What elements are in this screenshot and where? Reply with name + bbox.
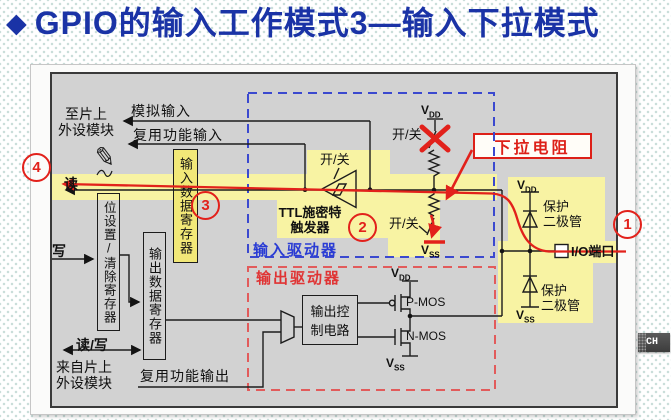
highlight-trigger-switch xyxy=(307,150,390,176)
step-badge-3: 3 xyxy=(191,191,220,220)
bit-set-clear-register-box: 位设置/清除寄存器 xyxy=(97,193,120,331)
read-write-label: 读/写 xyxy=(76,337,108,353)
alt-func-input-label: 复用功能输入 xyxy=(133,127,223,143)
read-label: 读 xyxy=(64,176,78,192)
from-peripheral-label: 来自片上外设模块 xyxy=(56,359,112,392)
pulldown-resistor-symbol xyxy=(418,191,441,236)
ime-language-code[interactable]: CH xyxy=(646,337,659,348)
step-badge-4: 4 xyxy=(22,153,51,182)
vss-nmos-label: VSS xyxy=(386,356,405,373)
alt-func-output-wire xyxy=(138,331,281,388)
slide-title: ◆ GPIO的输入工作模式3—输入下拉模式 xyxy=(6,4,600,42)
pulldown-callout-arrow xyxy=(445,149,474,201)
pmos-symbol xyxy=(394,280,418,316)
ime-drag-handle-icon[interactable] xyxy=(638,333,646,352)
alt-func-output-label: 复用功能输出 xyxy=(140,368,230,384)
step-badge-2: 2 xyxy=(348,213,377,242)
to-peripheral-label: 至片上外设模块 xyxy=(58,106,114,139)
output-control-label: 输出控 制电路 xyxy=(310,304,350,338)
pmos-label: P-MOS xyxy=(406,295,446,309)
vss-protection-label: VSS xyxy=(516,308,535,325)
closed-switch-arrow xyxy=(428,214,443,239)
write-label: 写 xyxy=(52,243,66,259)
output-control-box: 输出控 制电路 xyxy=(302,295,358,345)
pencil-icon: ✎ xyxy=(92,140,118,174)
input-driver-dashed-box xyxy=(247,92,495,258)
pulldown-resistor-callout: 下拉电阻 xyxy=(473,133,592,159)
ime-language-button[interactable]: CH xyxy=(638,333,670,352)
nmos-label: N-MOS xyxy=(406,329,446,343)
highlight-protection-bottom xyxy=(498,263,593,323)
mux-symbol xyxy=(280,309,295,345)
schmitt-trigger-label: TTL施密特触发器 xyxy=(278,205,342,235)
red-annotations xyxy=(61,124,626,253)
black-wires xyxy=(52,115,569,388)
vdd-protection-label: VDD xyxy=(517,178,537,195)
signal-path-line xyxy=(61,177,626,253)
protection-diode-top-label: 保护二极管 xyxy=(543,199,583,229)
red-x-icon xyxy=(419,124,451,153)
page-title: GPIO的输入工作模式3—输入下拉模式 xyxy=(34,5,600,41)
vdd-pmos-label: VDD xyxy=(391,266,411,283)
switch-label-trigger: 开/关 xyxy=(320,152,350,167)
bsc-to-odr-wire xyxy=(120,254,141,308)
pullup-resistor-symbol xyxy=(427,118,443,189)
schmitt-trigger-symbol xyxy=(320,167,357,209)
highlight-read-path xyxy=(52,174,497,200)
analog-input-label: 模拟输入 xyxy=(131,103,191,119)
nmos-symbol xyxy=(394,316,418,357)
diamond-bullet-icon: ◆ xyxy=(6,7,27,38)
protection-diode-bottom-symbol xyxy=(521,251,539,308)
highlight-protection-top xyxy=(508,177,605,241)
output-driver-label: 输出驱动器 xyxy=(256,270,342,287)
protection-diode-top-symbol xyxy=(521,191,539,251)
io-port-label: I/O端口 xyxy=(571,244,615,259)
switch-label-pulldown: 开/关 xyxy=(389,216,419,231)
pencil-scribble xyxy=(96,169,113,177)
vss-pulldown-label: VSS xyxy=(421,243,440,260)
pmos-gate-bubble xyxy=(388,299,396,307)
vdd-pullup-label: VDD xyxy=(421,103,441,120)
input-driver-label: 输入驱动器 xyxy=(253,242,339,259)
output-data-register-box: 输出数据寄存器 xyxy=(143,232,166,360)
step-badge-1: 1 xyxy=(613,210,642,239)
protection-diode-bottom-label: 保护二极管 xyxy=(541,283,581,313)
output-driver-dashed-box xyxy=(247,266,496,391)
switch-label-pullup: 开/关 xyxy=(392,127,422,142)
